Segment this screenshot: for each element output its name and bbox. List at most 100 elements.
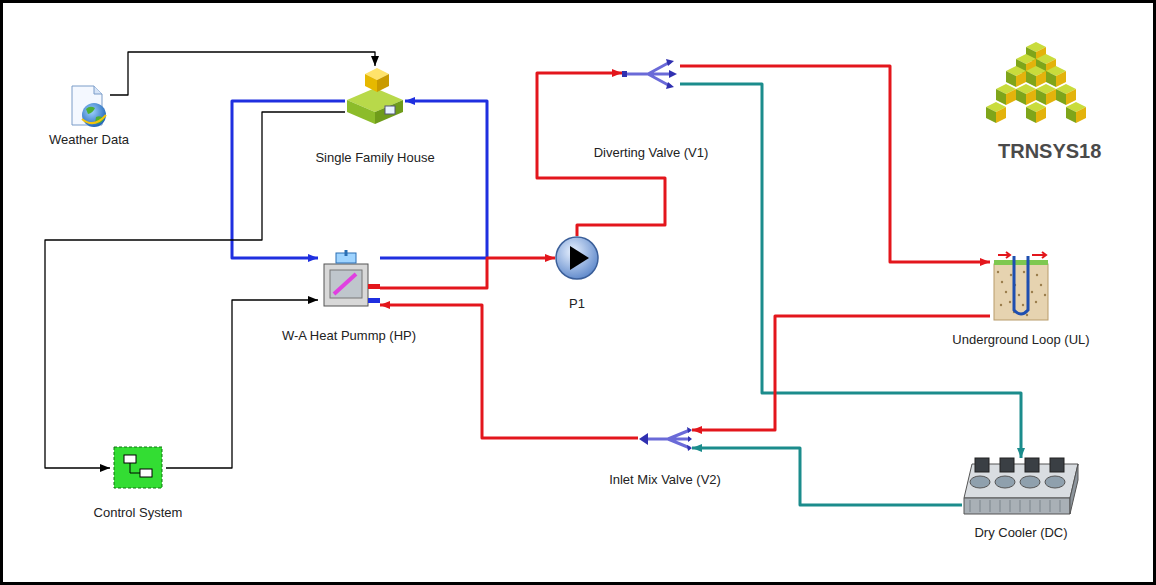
component-label: P1 bbox=[567, 296, 587, 312]
fan-opening bbox=[995, 476, 1015, 488]
valve-outlet bbox=[639, 433, 648, 445]
flow-connector bbox=[380, 258, 555, 288]
valve-tips bbox=[666, 59, 677, 89]
weather-icon bbox=[68, 85, 110, 128]
hp-icon bbox=[318, 250, 380, 312]
fin-line bbox=[970, 500, 971, 512]
flow-connector bbox=[45, 112, 345, 468]
fin-line bbox=[1010, 500, 1011, 512]
soil-grain bbox=[1018, 294, 1020, 296]
fin-line bbox=[1040, 500, 1041, 512]
fan-housing bbox=[975, 458, 989, 472]
tube-ports bbox=[998, 254, 1046, 256]
ul-icon bbox=[990, 250, 1052, 322]
weather-component: Weather Data bbox=[68, 85, 110, 128]
divvalve-component: Diverting Valve (V1) bbox=[622, 58, 680, 90]
fin-line bbox=[990, 500, 991, 512]
flow-connector bbox=[680, 66, 990, 262]
trnsys-logo bbox=[986, 42, 1086, 123]
block-link bbox=[130, 463, 140, 473]
fin-line bbox=[1050, 500, 1051, 512]
ground-block bbox=[994, 264, 1048, 320]
valve-tips bbox=[687, 427, 692, 451]
fan-opening bbox=[1045, 476, 1065, 488]
cooler-end bbox=[1070, 464, 1078, 514]
soil-grain bbox=[1009, 301, 1011, 303]
valve-inlet bbox=[622, 71, 627, 77]
grass-strip bbox=[994, 260, 1048, 265]
flow-connector bbox=[380, 101, 487, 258]
flow-connector bbox=[232, 101, 345, 258]
soil-grain bbox=[1005, 291, 1007, 293]
globe bbox=[82, 103, 106, 127]
soil-grain bbox=[1036, 274, 1038, 276]
window bbox=[385, 106, 395, 114]
ul-component: Underground Loop (UL) bbox=[990, 250, 1052, 322]
pump-body bbox=[556, 237, 598, 279]
flow-connector bbox=[680, 84, 1021, 458]
block-b bbox=[140, 469, 152, 477]
cooler-side bbox=[964, 498, 1070, 514]
orbit bbox=[82, 115, 106, 123]
pump-triangle bbox=[570, 246, 589, 270]
component-label: Weather Data bbox=[47, 132, 131, 148]
divvalve-icon bbox=[622, 58, 680, 90]
heat-pump-casing bbox=[324, 264, 368, 306]
soil-grain bbox=[1031, 291, 1033, 293]
cube-right bbox=[375, 100, 403, 124]
component-label: Inlet Mix Valve (V2) bbox=[607, 472, 723, 488]
soil-grain bbox=[1010, 274, 1012, 276]
valve-symbol bbox=[624, 62, 672, 86]
u-tube bbox=[1014, 256, 1028, 314]
logo-text: TRNSYS18 bbox=[998, 140, 1101, 163]
hot-port bbox=[368, 284, 380, 289]
control-icon bbox=[110, 445, 166, 490]
block-a bbox=[124, 455, 136, 463]
fan-opening bbox=[1020, 476, 1040, 488]
fan-opening bbox=[970, 476, 990, 488]
fan-housing bbox=[1000, 458, 1014, 472]
flow-connector bbox=[692, 448, 962, 505]
fin-line bbox=[980, 500, 981, 512]
roof-right bbox=[377, 74, 389, 92]
fan-housing bbox=[1025, 458, 1039, 472]
soil-grain bbox=[1044, 294, 1046, 296]
soil-grain bbox=[1001, 281, 1003, 283]
soil-grain bbox=[1035, 301, 1037, 303]
fin-line bbox=[1020, 500, 1021, 512]
port-arrows bbox=[1006, 252, 1046, 258]
controller-box bbox=[114, 447, 162, 488]
heat-pump-panel bbox=[330, 270, 362, 298]
mixvalve-component: Inlet Mix Valve (V2) bbox=[638, 422, 692, 456]
component-label: Underground Loop (UL) bbox=[950, 332, 1091, 348]
flow-connector bbox=[166, 300, 318, 468]
pump-icon bbox=[555, 236, 599, 280]
component-label: Diverting Valve (V1) bbox=[592, 145, 711, 161]
air-arrow bbox=[345, 250, 348, 256]
soil-grain bbox=[1026, 314, 1028, 316]
soil-grain bbox=[997, 271, 999, 273]
flow-connector bbox=[380, 305, 638, 438]
component-label: Control System bbox=[92, 505, 185, 521]
roof-left bbox=[365, 74, 377, 92]
component-label: Dry Cooler (DC) bbox=[972, 525, 1069, 541]
continents bbox=[86, 107, 104, 124]
house-component: Single Family House bbox=[345, 66, 405, 124]
soil-grain bbox=[1000, 304, 1002, 306]
flow-connector bbox=[692, 316, 990, 430]
soil-grain bbox=[1040, 284, 1042, 286]
mixvalve-icon bbox=[638, 422, 692, 456]
cube-left bbox=[347, 100, 375, 124]
soil-grain bbox=[1022, 304, 1024, 306]
soil-grain bbox=[1023, 271, 1025, 273]
component-label: W-A Heat Pummp (HP) bbox=[280, 328, 418, 344]
drycooler-icon bbox=[962, 458, 1080, 518]
page-fold bbox=[94, 86, 102, 94]
fin-line bbox=[1000, 500, 1001, 512]
component-label: Single Family House bbox=[313, 150, 436, 166]
valve-symbol bbox=[646, 430, 690, 448]
heat-pump-slash bbox=[334, 274, 356, 294]
